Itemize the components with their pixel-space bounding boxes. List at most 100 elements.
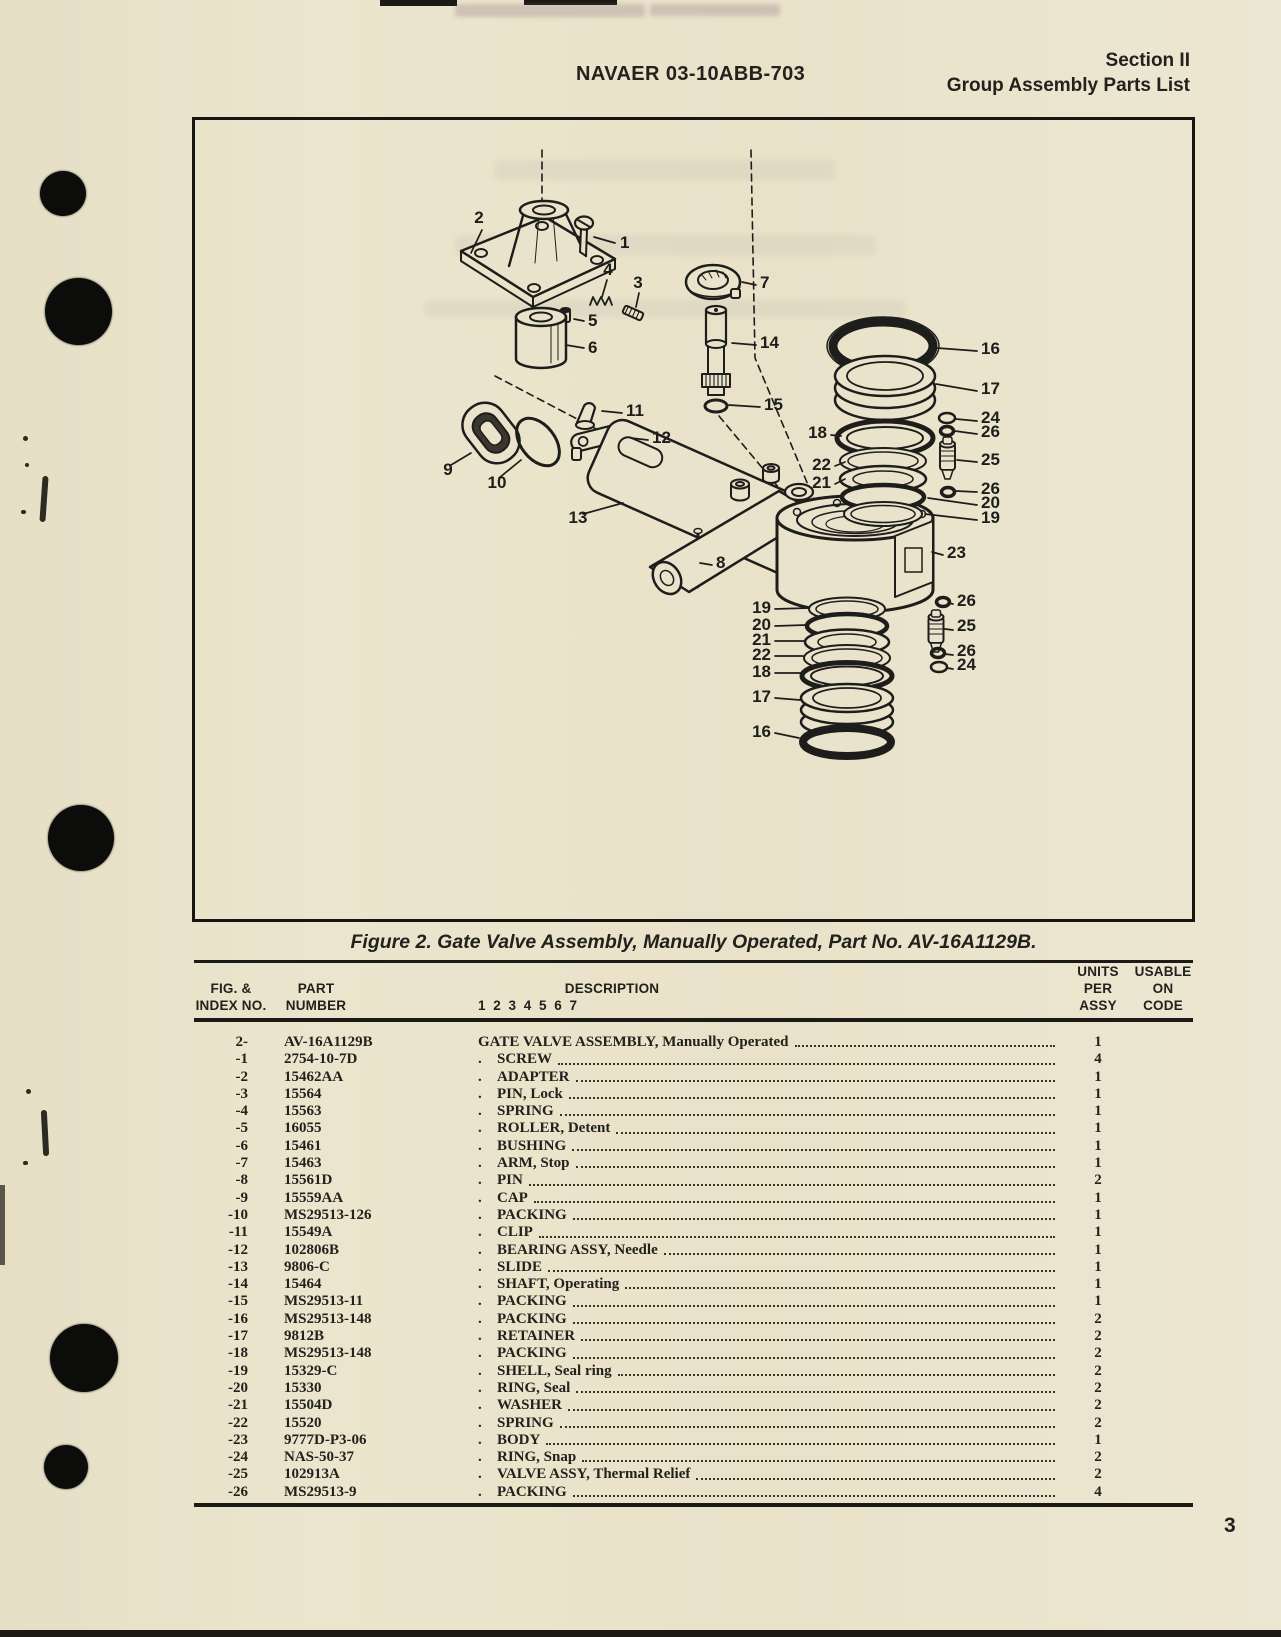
- description-cell: .RING, Seal: [478, 1380, 1063, 1397]
- callout-label-10: 10: [488, 473, 507, 492]
- indent-dot: .: [478, 1345, 482, 1362]
- callout-label-19: 19: [981, 508, 1000, 527]
- part-number-cell: 15549A: [284, 1224, 333, 1241]
- description-text: BEARING ASSY, Needle: [497, 1241, 658, 1258]
- table-row: -7 15463 .ARM, Stop 1: [194, 1155, 1193, 1172]
- table-row: -18 MS29513-148 .PACKING 2: [194, 1345, 1193, 1362]
- spring-drawing: [589, 296, 613, 306]
- description-text: ARM, Stop: [497, 1155, 570, 1172]
- description-text: SLIDE: [497, 1258, 543, 1275]
- part-number-cell: 9806-C: [284, 1258, 330, 1275]
- description-text: SPRING: [497, 1414, 554, 1431]
- units-cell: 1: [1094, 1068, 1102, 1085]
- fig-index-cell: -14: [228, 1276, 248, 1293]
- cap-drawing: [461, 401, 521, 465]
- units-cell: 1: [1094, 1431, 1102, 1448]
- description-text: ADAPTER: [497, 1068, 570, 1085]
- description-cell: .CAP: [478, 1190, 1063, 1207]
- units-cell: 1: [1094, 1258, 1102, 1275]
- col-header-part-1: PART: [297, 981, 335, 996]
- callout-label-14: 14: [760, 333, 779, 352]
- dot-leader: [559, 1114, 1055, 1117]
- dot-leader: [572, 1304, 1055, 1307]
- doc-number: NAVAER 03-10ABB-703: [576, 63, 806, 85]
- part-number-cell: 15504D: [284, 1397, 333, 1414]
- binder-hole: [40, 171, 86, 216]
- valve-exploded-diagram: 2143567141511129101382316172426182522212…: [443, 149, 1000, 760]
- part-number-cell: 15330: [284, 1379, 322, 1396]
- description-text: GATE VALVE ASSEMBLY, Manually Operated: [478, 1034, 789, 1050]
- dot-leader: [794, 1045, 1055, 1048]
- dot-leader: [538, 1235, 1055, 1238]
- description-cell: .SHELL, Seal ring: [478, 1363, 1063, 1380]
- callout-label-8: 8: [716, 553, 725, 572]
- description-text: VALVE ASSY, Thermal Relief: [497, 1466, 691, 1483]
- callout-label-26: 26: [957, 641, 976, 660]
- fig-index-cell: -16: [228, 1310, 248, 1327]
- table-row: -6 15461 .BUSHING 1: [194, 1138, 1193, 1155]
- callout-label-16: 16: [981, 339, 1000, 358]
- table-row: -24 NAS-50-37 .RING, Snap 2: [194, 1449, 1193, 1466]
- col-header-units-3: ASSY: [1079, 998, 1117, 1013]
- dot-leader: [568, 1097, 1055, 1100]
- description-text: RING, Seal: [497, 1379, 571, 1396]
- description-text: PIN: [497, 1172, 523, 1189]
- description-cell: .PIN, Lock: [478, 1086, 1063, 1103]
- callout-label-22: 22: [752, 645, 771, 664]
- units-cell: 2: [1094, 1466, 1102, 1483]
- dot-leader: [572, 1322, 1055, 1325]
- indent-dot: .: [478, 1085, 482, 1102]
- pen-mark: [23, 436, 28, 441]
- fig-index-cell: -24: [228, 1449, 248, 1466]
- indent-dot: .: [478, 1068, 482, 1085]
- callout-label-4: 4: [603, 260, 613, 279]
- description-text: PACKING: [497, 1293, 567, 1310]
- lock-pin-drawing: [621, 304, 645, 322]
- description-cell: .CLIP: [478, 1224, 1063, 1241]
- description-cell: .RETAINER: [478, 1328, 1063, 1345]
- units-cell: 2: [1094, 1172, 1102, 1189]
- indent-dot: .: [478, 1328, 482, 1345]
- fig-index-cell: -15: [228, 1293, 248, 1310]
- units-cell: 1: [1094, 1241, 1102, 1258]
- binder-hole: [50, 1324, 118, 1392]
- description-text: PACKING: [497, 1345, 567, 1362]
- callout-label-25: 25: [981, 450, 1000, 469]
- units-cell: 2: [1094, 1414, 1102, 1431]
- part-number-cell: MS29513-148: [284, 1345, 372, 1362]
- units-cell: 2: [1094, 1362, 1102, 1379]
- description-cell: .BUSHING: [478, 1138, 1063, 1155]
- dot-leader: [572, 1356, 1055, 1359]
- description-cell: .SHAFT, Operating: [478, 1276, 1063, 1293]
- lower-ring-stack-drawing: [799, 596, 895, 760]
- part-number-cell: 15463: [284, 1155, 322, 1172]
- units-cell: 1: [1094, 1137, 1102, 1154]
- col-header-code-2: ON: [1152, 981, 1174, 996]
- indent-dot: .: [478, 1449, 482, 1466]
- callout-label-20: 20: [752, 615, 771, 634]
- dot-leader: [582, 1460, 1055, 1463]
- pen-mark: [25, 463, 29, 467]
- fig-index-cell: -7: [235, 1155, 249, 1172]
- dot-leader: [548, 1270, 1055, 1273]
- units-cell: 4: [1094, 1051, 1102, 1068]
- small-packing-drawing: [703, 398, 729, 414]
- upper-small-parts-drawing: [937, 411, 957, 499]
- indent-dot: .: [478, 1155, 482, 1172]
- callout-label-13: 13: [569, 508, 588, 527]
- callout-label-15: 15: [764, 395, 783, 414]
- description-cell: .SLIDE: [478, 1259, 1063, 1276]
- description-cell: GATE VALVE ASSEMBLY, Manually Operated: [478, 1034, 1063, 1051]
- parts-table-rows: 2- AV-16A1129B GATE VALVE ASSEMBLY, Manu…: [194, 1034, 1193, 1501]
- fig-index-cell: -2: [235, 1068, 249, 1085]
- callout-label-17: 17: [981, 379, 1000, 398]
- fig-index-cell: -3: [235, 1085, 249, 1102]
- part-number-cell: 15563: [284, 1103, 322, 1120]
- dot-leader: [559, 1425, 1055, 1428]
- pen-mark: [23, 1161, 28, 1165]
- screw-drawing: [573, 215, 595, 257]
- description-text: WASHER: [497, 1397, 563, 1414]
- fig-index-cell: -21: [228, 1397, 248, 1414]
